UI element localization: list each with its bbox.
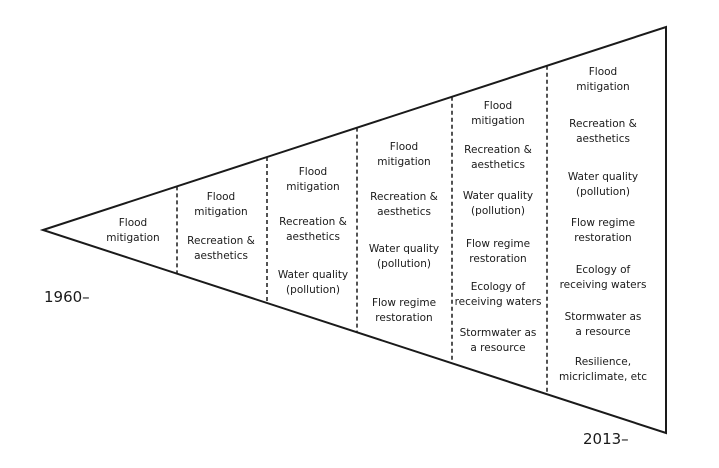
objective-item: Water quality (pollution): [277, 269, 349, 296]
objective-item: Water quality (pollution): [462, 190, 534, 217]
objective-item: Recreation & aesthetics: [370, 191, 438, 218]
objective-item: Ecology of receiving waters: [559, 264, 647, 291]
objective-item: Flood mitigation: [194, 191, 248, 218]
objective-item: Stormwater as a resource: [564, 311, 642, 338]
expanding-triangle: [39, 25, 667, 435]
objective-item: Stormwater as a resource: [459, 327, 537, 354]
objective-item: Recreation & aesthetics: [187, 235, 255, 262]
objective-item: Flood mitigation: [286, 166, 340, 193]
objective-item: Recreation & aesthetics: [569, 118, 637, 145]
objective-item: Flow regime restoration: [570, 217, 636, 244]
objective-item: Flow regime restoration: [465, 238, 531, 265]
objective-item: Flood mitigation: [576, 66, 630, 93]
objective-item: Recreation & aesthetics: [464, 144, 532, 171]
end-year-label: 2013–: [583, 430, 629, 448]
objective-item: Water quality (pollution): [368, 243, 440, 270]
objective-item: Flood mitigation: [471, 100, 525, 127]
objective-item: Recreation & aesthetics: [279, 216, 347, 243]
objective-item: Flood mitigation: [377, 141, 431, 168]
objective-item: Flood mitigation: [106, 217, 160, 244]
objective-item: Ecology of receiving waters: [454, 281, 542, 308]
start-year-label: 1960–: [44, 288, 90, 306]
objective-item: Flow regime restoration: [371, 297, 437, 324]
objective-item: Water quality (pollution): [567, 171, 639, 198]
objective-item: Resilience, micriclimate, etc: [558, 356, 648, 383]
